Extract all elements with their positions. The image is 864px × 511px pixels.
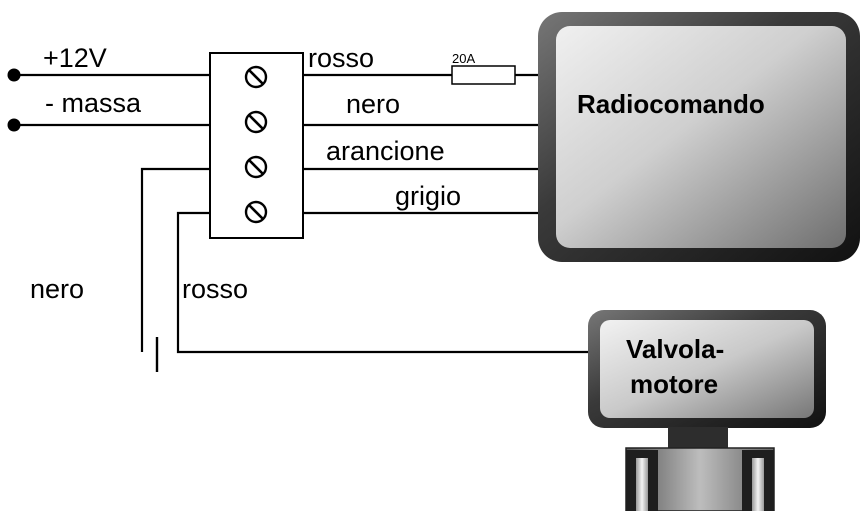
radiocomando-label: Radiocomando: [577, 89, 765, 119]
fuse-icon: [451, 65, 516, 85]
valvola-label-line2: motore: [630, 369, 718, 399]
valvola-label-line1: Valvola-: [626, 334, 724, 364]
label-arancione: arancione: [326, 136, 445, 166]
terminal-screw-icon: [244, 65, 268, 89]
valve-neck: [668, 427, 728, 449]
label-nero-top: nero: [346, 89, 400, 119]
wire-rosso-down: [176, 211, 590, 354]
terminal-screw-icon: [244, 200, 268, 224]
label-nero-bottom: nero: [30, 274, 84, 304]
label-grigio: grigio: [395, 181, 461, 211]
valvola-motore-device: [588, 310, 826, 511]
wire-nero-down: [140, 167, 210, 352]
label-rosso-top: rosso: [308, 43, 374, 73]
label-plus12v: +12V: [43, 43, 107, 73]
terminal-screw-icon: [244, 155, 268, 179]
radiocomando-device: [538, 12, 860, 262]
label-rosso-bottom: rosso: [182, 274, 248, 304]
label-fuse: 20A: [452, 51, 475, 66]
terminal-screw-icon: [244, 110, 268, 134]
label-massa: - massa: [45, 88, 142, 118]
